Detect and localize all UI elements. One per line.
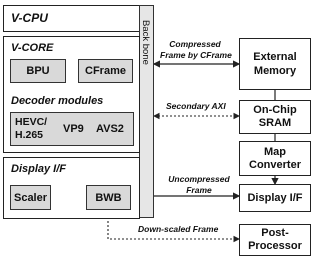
display-if-right-block: Display I/F: [239, 184, 311, 212]
uncompressed-line2: Frame: [186, 185, 212, 195]
uncompressed-line1: Uncompressed: [168, 174, 230, 184]
cframe-label: CFrame: [85, 65, 126, 77]
onchip-line1: On-Chip: [253, 104, 297, 116]
backbone-label: Back bone: [140, 20, 151, 65]
map-converter-block: Map Converter: [239, 141, 311, 176]
display-if-block: Display I/F Scaler BWB: [3, 157, 140, 219]
vcpu-block: V-CPU: [3, 5, 140, 32]
compressed-line1: Compressed: [169, 39, 221, 49]
vcore-block: V-CORE BPU CFrame Decoder modules HEVC/ …: [3, 36, 140, 153]
display-if-title: Display I/F: [11, 163, 67, 175]
post-line1: Post-: [261, 227, 289, 239]
bwb-label: BWB: [95, 191, 122, 204]
compressed-frame-label: Compressed Frame by CFrame: [160, 39, 232, 61]
hevc-line2: H.265: [15, 129, 44, 141]
secondary-axi-label: Secondary AXI: [166, 101, 226, 111]
vp9-label: VP9: [63, 123, 84, 135]
cframe-block: CFrame: [78, 59, 133, 83]
post-line2: Processor: [248, 240, 302, 252]
scaler-label: Scaler: [13, 191, 48, 204]
onchip-line2: SRAM: [258, 117, 292, 129]
bpu-block: BPU: [10, 59, 66, 83]
external-memory-block: External Memory: [239, 38, 311, 90]
hevc-label: HEVC/ H.265: [15, 116, 47, 142]
bwb-block: BWB: [86, 185, 131, 210]
downscaled-frame-label: Down-scaled Frame: [138, 224, 219, 234]
external-memory-line2: Memory: [253, 65, 297, 77]
map-line2: Converter: [249, 158, 301, 171]
bpu-label: BPU: [26, 65, 50, 77]
decoder-modules-block: HEVC/ H.265 VP9 AVS2: [10, 112, 134, 146]
avs2-label: AVS2: [96, 123, 124, 135]
onchip-sram-block: On-Chip SRAM: [239, 100, 311, 134]
decoder-modules-title: Decoder modules: [11, 95, 104, 107]
compressed-line2: Frame by CFrame: [160, 50, 232, 60]
display-if-right-label: Display I/F: [247, 192, 303, 204]
hevc-line1: HEVC/: [15, 116, 48, 128]
external-memory-line1: External: [253, 51, 297, 63]
downscaled-frame-arrow: [107, 209, 241, 243]
vcore-title: V-CORE: [11, 42, 54, 54]
vcpu-title: V-CPU: [11, 11, 48, 25]
backbone-bar: Back bone: [139, 5, 154, 218]
scaler-block: Scaler: [10, 185, 51, 210]
map-line1: Map: [264, 145, 286, 158]
post-processor-block: Post- Processor: [239, 224, 311, 256]
uncompressed-frame-label: Uncompressed Frame: [166, 174, 232, 196]
